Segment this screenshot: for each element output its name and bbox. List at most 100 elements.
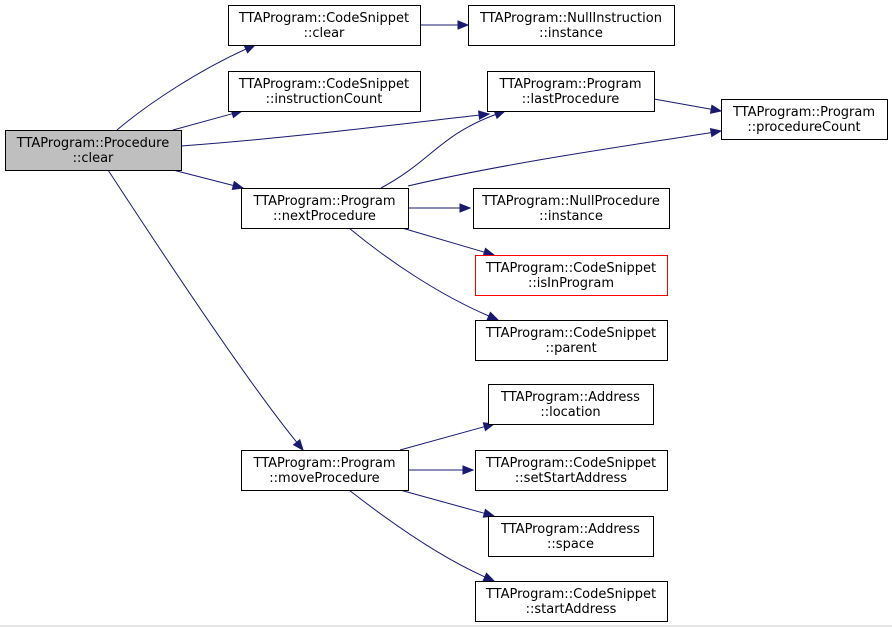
- node-cs-clear[interactable]: TTAProgram::CodeSnippet::clear: [228, 5, 421, 46]
- node-box[interactable]: [475, 255, 668, 296]
- node-prog-last[interactable]: TTAProgram::Program::lastProcedure: [487, 71, 655, 112]
- node-label-class: TTAProgram::Address: [500, 522, 640, 537]
- arrow-head: [459, 203, 472, 213]
- node-label-method: ::space: [547, 537, 594, 552]
- edge-line: [407, 132, 712, 187]
- arrow-head: [482, 572, 496, 582]
- node-label-method: ::instance: [539, 26, 603, 41]
- arrow-head: [292, 438, 304, 452]
- node-box[interactable]: [475, 320, 668, 361]
- node-label-method: ::nextProcedure: [273, 209, 376, 224]
- node-np-instance[interactable]: TTAProgram::NullProcedure::instance: [473, 188, 670, 229]
- node-cs-icount[interactable]: TTAProgram::CodeSnippet::instructionCoun…: [228, 71, 421, 112]
- node-box[interactable]: [228, 5, 421, 46]
- node-label-class: TTAProgram::CodeSnippet: [485, 587, 656, 602]
- edge-line: [399, 489, 485, 514]
- edge-prog_move-to-addr_space: [399, 489, 496, 518]
- node-addr-loc[interactable]: TTAProgram::Address::location: [488, 384, 654, 425]
- node-prog-next[interactable]: TTAProgram::Program::nextProcedure: [241, 188, 409, 229]
- node-box[interactable]: [487, 71, 655, 112]
- node-label-class: TTAProgram::Program: [253, 456, 396, 471]
- edge-line: [653, 98, 712, 110]
- node-label-class: TTAProgram::NullProcedure: [481, 194, 660, 209]
- node-label-class: TTAProgram::CodeSnippet: [238, 77, 409, 92]
- edge-line: [401, 227, 485, 253]
- node-label-class: TTAProgram::Program: [253, 194, 396, 209]
- node-box[interactable]: [228, 71, 421, 112]
- edge-prog_next-to-np_instance: [408, 203, 472, 213]
- edge-proc_clear-to-prog_next: [172, 169, 245, 190]
- arrow-head: [243, 44, 257, 54]
- node-box[interactable]: [488, 384, 654, 425]
- arrow-head: [486, 311, 500, 321]
- arrow-head: [462, 465, 475, 475]
- node-label-method: ::location: [540, 405, 600, 420]
- edge-line: [116, 48, 247, 131]
- edge-prog_next-to-prog_last: [380, 110, 507, 189]
- node-box[interactable]: [721, 99, 888, 140]
- edge-prog_next-to-prog_count: [407, 127, 723, 187]
- node-label-class: TTAProgram::CodeSnippet: [485, 326, 656, 341]
- edge-line: [172, 169, 234, 186]
- node-label-method: ::clear: [73, 151, 114, 166]
- node-label-method: ::parent: [545, 341, 596, 356]
- edge-proc_clear-to-prog_move: [107, 169, 304, 452]
- node-cs-start[interactable]: TTAProgram::CodeSnippet::startAddress: [475, 581, 668, 622]
- edge-proc_clear-to-prog_last: [180, 110, 491, 147]
- arrow-head: [482, 247, 496, 257]
- node-label-class: TTAProgram::Address: [500, 390, 640, 405]
- node-label-class: TTAProgram::NullInstruction: [479, 11, 662, 26]
- node-proc-clear[interactable]: TTAProgram::Procedure::clear: [5, 130, 182, 171]
- edge-line: [180, 114, 480, 147]
- edge-line: [348, 227, 489, 317]
- node-label-method: ::clear: [304, 26, 345, 41]
- node-label-class: TTAProgram::Procedure: [16, 136, 169, 151]
- arrow-head: [457, 20, 470, 30]
- node-cs-isin[interactable]: TTAProgram::CodeSnippet::isInProgram: [475, 255, 668, 296]
- node-box[interactable]: [468, 5, 675, 46]
- edge-line: [399, 426, 485, 451]
- arrow-head: [231, 180, 245, 190]
- node-label-method: ::setStartAddress: [515, 471, 627, 486]
- node-box[interactable]: [475, 581, 668, 622]
- node-label-class: TTAProgram::CodeSnippet: [485, 456, 656, 471]
- edge-prog_next-to-cs_isin: [401, 227, 496, 257]
- node-layer: TTAProgram::Procedure::clearTTAProgram::…: [5, 5, 888, 622]
- node-box[interactable]: [488, 516, 654, 557]
- node-prog-move[interactable]: TTAProgram::Program::moveProcedure: [241, 450, 409, 491]
- edge-prog_move-to-cs_setstart: [408, 465, 475, 475]
- node-label-method: ::isInProgram: [528, 276, 614, 291]
- node-addr-space[interactable]: TTAProgram::Address::space: [488, 516, 654, 557]
- node-box[interactable]: [241, 450, 409, 491]
- node-ni-instance[interactable]: TTAProgram::NullInstruction::instance: [468, 5, 675, 46]
- arrow-head: [709, 104, 723, 114]
- edge-prog_move-to-cs_start: [348, 489, 496, 582]
- node-label-method: ::instructionCount: [266, 92, 383, 107]
- node-prog-count[interactable]: TTAProgram::Program::procedureCount: [721, 99, 888, 140]
- edge-line: [380, 114, 496, 189]
- edge-prog_last-to-prog_count: [653, 98, 723, 114]
- node-box[interactable]: [473, 188, 670, 229]
- edge-proc_clear-to-cs_icount: [172, 109, 244, 131]
- node-cs-setstart[interactable]: TTAProgram::CodeSnippet::setStartAddress: [475, 450, 668, 491]
- edge-prog_next-to-cs_parent: [348, 227, 500, 321]
- node-label-class: TTAProgram::CodeSnippet: [238, 11, 409, 26]
- node-label-class: TTAProgram::CodeSnippet: [485, 261, 656, 276]
- node-label-method: ::startAddress: [526, 602, 617, 617]
- edge-cs_clear-to-ni_instance: [420, 20, 470, 30]
- arrow-head: [478, 110, 491, 120]
- arrow-head: [709, 127, 723, 138]
- node-label-method: ::lastProcedure: [522, 92, 620, 107]
- node-label-method: ::procedureCount: [747, 120, 860, 135]
- node-box[interactable]: [475, 450, 668, 491]
- node-cs-parent[interactable]: TTAProgram::CodeSnippet::parent: [475, 320, 668, 361]
- node-label-class: TTAProgram::Program: [499, 77, 642, 92]
- node-label-method: ::instance: [539, 209, 603, 224]
- edge-line: [348, 489, 486, 578]
- node-box[interactable]: [241, 188, 409, 229]
- edge-prog_move-to-addr_loc: [399, 422, 496, 451]
- edge-line: [172, 113, 233, 131]
- node-label-method: ::moveProcedure: [269, 471, 379, 486]
- node-box[interactable]: [5, 130, 182, 171]
